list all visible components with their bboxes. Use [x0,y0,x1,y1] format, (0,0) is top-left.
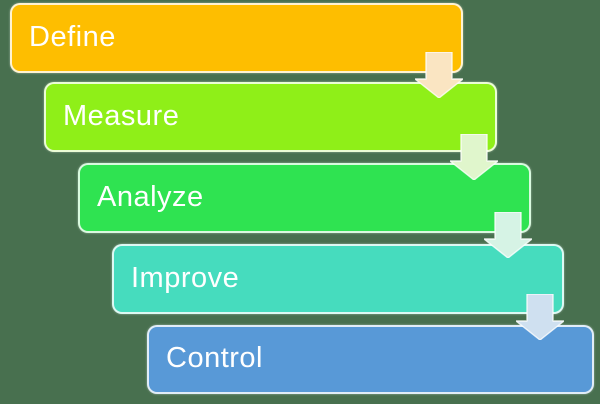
down-arrow-shape [450,134,498,180]
down-arrow-define-to-measure-icon [415,52,463,98]
step-label-measure: Measure [63,99,180,132]
step-label-define: Define [29,20,116,53]
step-bar-measure: Measure [44,82,497,152]
step-bar-analyze: Analyze [78,163,531,233]
step-label-analyze: Analyze [97,180,204,213]
step-bar-define: Define [10,3,463,73]
down-arrow-improve-to-control-icon [516,294,564,340]
step-bar-improve: Improve [112,244,564,314]
down-arrow-measure-to-analyze-icon [450,134,498,180]
down-arrow-shape [415,52,463,98]
step-bar-control: Control [147,325,594,394]
down-arrow-analyze-to-improve-icon [484,212,532,258]
down-arrow-shape [516,294,564,340]
down-arrow-shape [484,212,532,258]
step-label-control: Control [166,342,263,374]
step-label-improve: Improve [131,261,240,294]
